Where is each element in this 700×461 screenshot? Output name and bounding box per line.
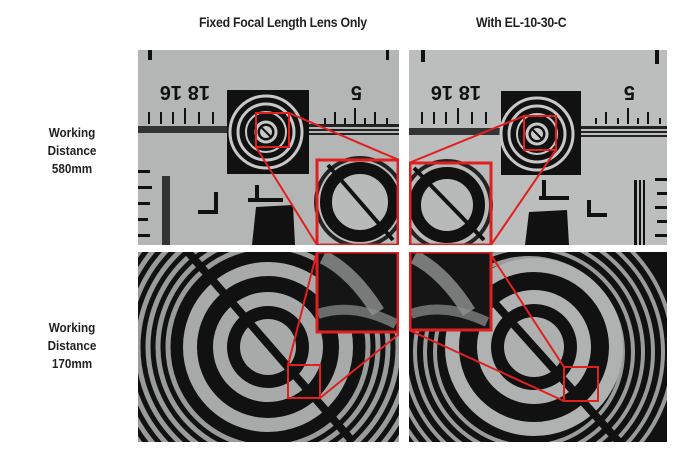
row-label-170mm-line1: Working — [48, 320, 96, 335]
ruler-number-18: 18 — [188, 81, 210, 103]
column-title-el-10-30-c: With EL-10-30-C — [476, 14, 567, 30]
row-label-170mm: Working Distance 170mm — [27, 319, 117, 373]
row-label-170mm-line2: Distance 170mm — [47, 338, 97, 371]
ruler-number-5: 5 — [351, 81, 362, 103]
image-170mm-fixed-lens — [138, 252, 399, 442]
ruler-number-18: 18 — [459, 81, 481, 103]
row-label-580mm: Working Distance 580mm — [27, 124, 117, 178]
ruler-number-16: 16 — [431, 81, 453, 103]
image-580mm-el-10-30-c: 16 18 5 — [409, 50, 667, 245]
row-label-580mm-line1: Working — [48, 125, 96, 140]
image-170mm-el-10-30-c — [409, 252, 667, 442]
column-title-fixed-lens: Fixed Focal Length Lens Only — [199, 14, 367, 30]
image-580mm-fixed-lens: 16 18 5 — [138, 50, 399, 245]
row-label-580mm-line2: Distance 580mm — [47, 143, 97, 176]
ruler-number-5: 5 — [624, 81, 635, 103]
ruler-number-16: 16 — [160, 81, 182, 103]
